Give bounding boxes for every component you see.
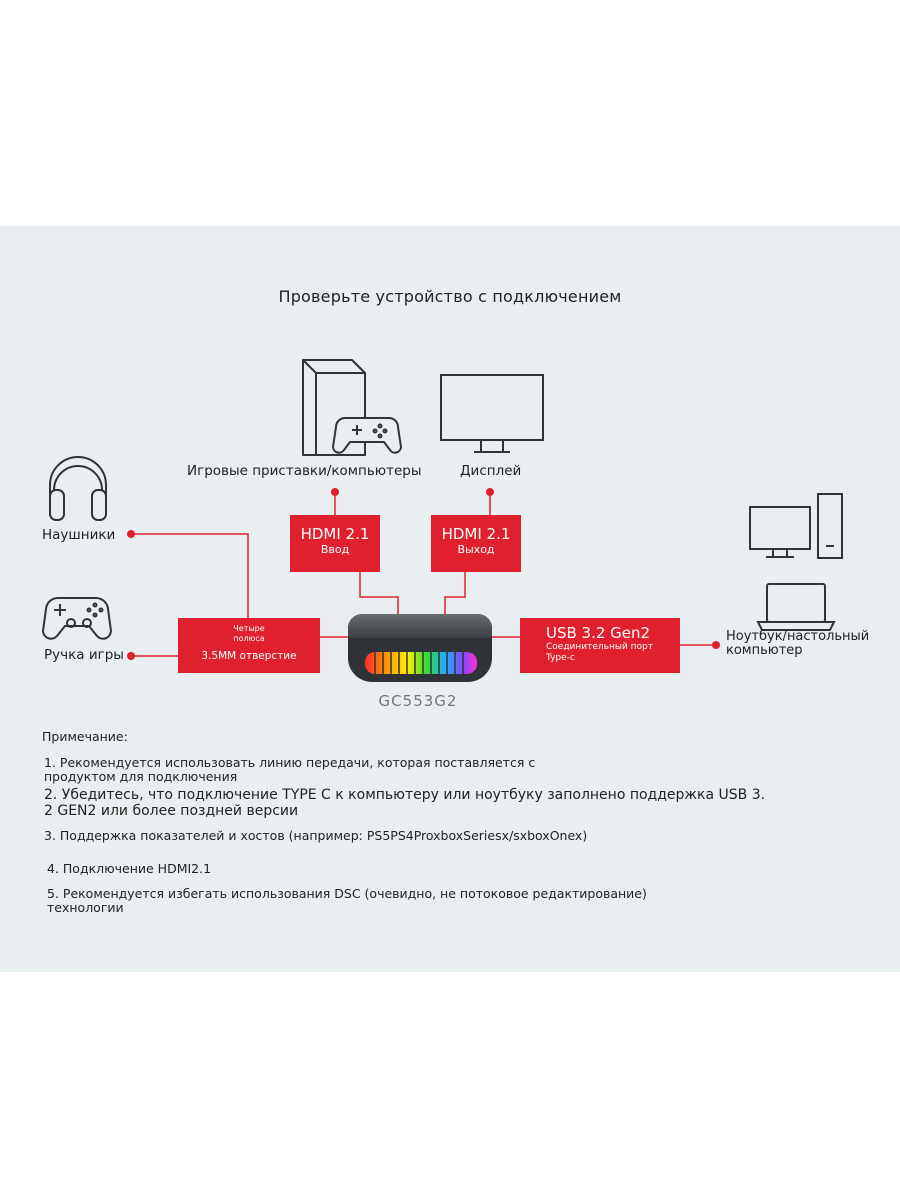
gamepad-label: Ручка игры bbox=[44, 647, 124, 663]
display-label: Дисплей bbox=[460, 463, 522, 479]
laptop-icon bbox=[756, 583, 836, 631]
note-5-line1: 5. Рекомендуется избегать использования … bbox=[47, 886, 647, 901]
connection-dots bbox=[127, 488, 720, 660]
page-title: Проверьте устройство с подключением bbox=[278, 287, 622, 306]
headphones-label: Наушники bbox=[42, 527, 116, 543]
note-5-line2: технологии bbox=[47, 900, 124, 915]
hdmi-in-box: HDMI 2.1 Ввод bbox=[290, 515, 380, 572]
note-1-line2: продуктом для подключения bbox=[44, 769, 238, 784]
note-1-line1: 1. Рекомендуется использовать линию пере… bbox=[44, 755, 536, 770]
usb-port-box: USB 3.2 Gen2 Соединительный порт Type-c bbox=[520, 618, 680, 673]
laptop-label-line2: компьютер bbox=[726, 643, 803, 658]
hdmi-in-name: HDMI 2.1 bbox=[300, 525, 370, 543]
note-2-line2: 2 GEN2 или более поздней версии bbox=[44, 803, 299, 819]
note-4: 4. Подключение HDMI2.1 bbox=[47, 861, 212, 876]
connection-lines bbox=[131, 492, 716, 657]
note-2-line1: 2. Убедитесь, что подключение TYPE C к к… bbox=[44, 787, 766, 803]
note-3: 3. Поддержка показателей и хостов (напри… bbox=[44, 828, 588, 843]
laptop-label: Ноутбук/настольный компьютер bbox=[726, 630, 869, 658]
audio-port-name: 3.5MM отверстие bbox=[201, 650, 297, 662]
hdmi-out-sub: Выход bbox=[457, 543, 495, 556]
model-label: GC553G2 bbox=[378, 692, 458, 710]
console-pc-icon bbox=[302, 359, 402, 456]
hdmi-out-box: HDMI 2.1 Выход bbox=[431, 515, 521, 572]
laptop-label-line1: Ноутбук/настольный bbox=[726, 629, 870, 644]
monitor-icon bbox=[440, 374, 544, 453]
notes-heading: Примечание: bbox=[42, 729, 128, 744]
hdmi-out-name: HDMI 2.1 bbox=[441, 525, 511, 543]
usb-port-name: USB 3.2 Gen2 bbox=[546, 624, 651, 642]
diagram-panel bbox=[0, 226, 900, 972]
audio-port-line1: Четыре bbox=[233, 624, 265, 633]
headphones-icon bbox=[49, 456, 107, 521]
gamepad-icon bbox=[41, 596, 113, 640]
audio-port-box: Четыре полюса 3.5MM отверстие bbox=[178, 618, 320, 673]
audio-port-line2: полюса bbox=[233, 634, 265, 643]
capture-device-icon bbox=[348, 614, 492, 682]
usb-port-line2: Type-c bbox=[546, 653, 575, 663]
desktop-pc-icon bbox=[749, 493, 843, 559]
hdmi-in-sub: Ввод bbox=[320, 543, 350, 556]
usb-port-line1: Соединительный порт bbox=[546, 642, 654, 652]
console-label: Игровые приставки/компьютеры bbox=[187, 463, 422, 479]
